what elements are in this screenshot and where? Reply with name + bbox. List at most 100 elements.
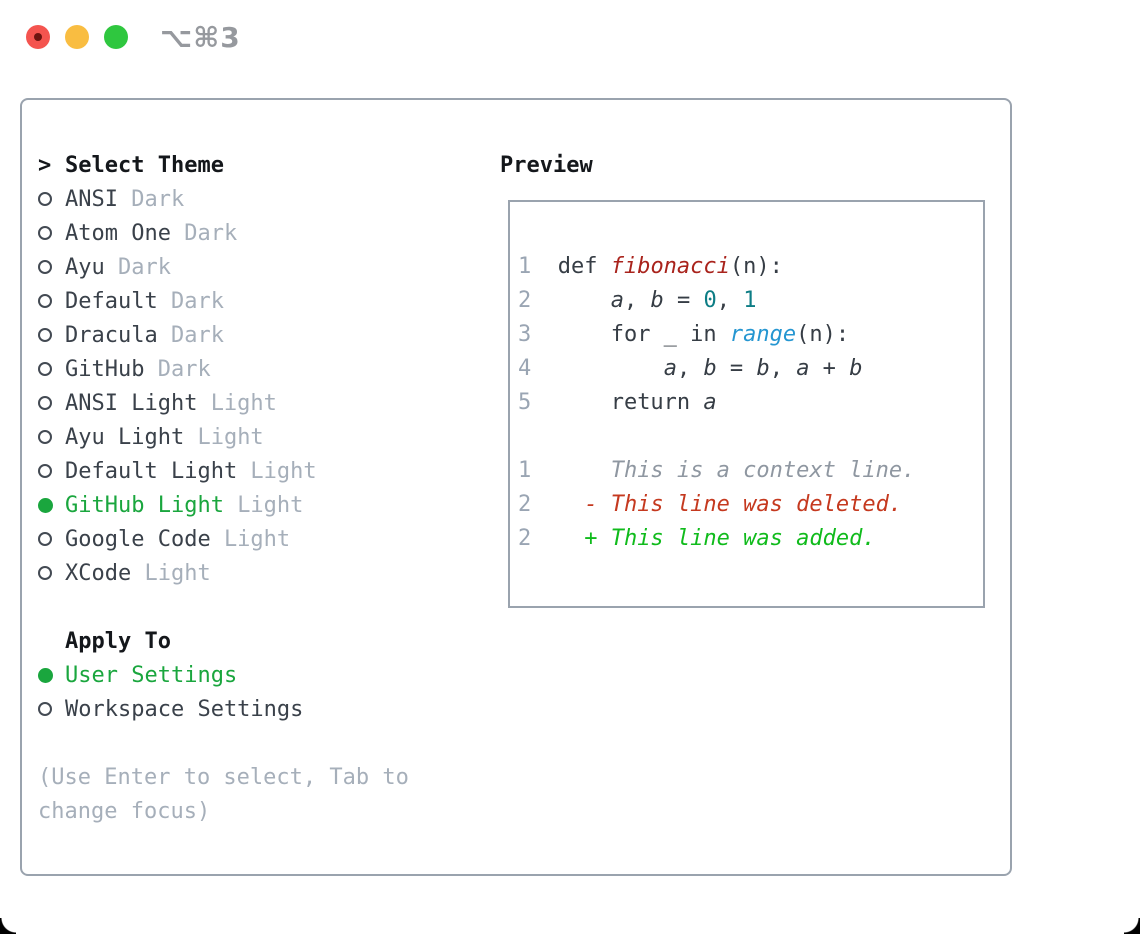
theme-variant-tag: Light <box>250 458 317 484</box>
line-number: 1 <box>518 458 532 483</box>
screen-corner-bottom-right <box>1124 918 1140 934</box>
radio-cell <box>38 362 65 376</box>
radio-icon <box>38 260 52 274</box>
radio-icon <box>38 362 52 376</box>
radio-cell <box>38 702 65 716</box>
code-token: b <box>849 356 863 381</box>
diff-line-deleted: 2 - This line was deleted. <box>518 488 983 522</box>
radio-cell <box>38 328 65 342</box>
code-line-5: 5 return a <box>518 386 983 420</box>
radio-cell <box>38 464 65 478</box>
hint-text: (Use Enter to select, Tab to change focu… <box>38 760 500 828</box>
code-token: a <box>610 288 624 313</box>
theme-option-ayu-light[interactable]: Ayu Light Light <box>38 420 500 454</box>
radio-icon <box>38 532 52 546</box>
code-token: a <box>796 356 810 381</box>
theme-option-label: GitHub <box>65 356 145 382</box>
zoom-button[interactable] <box>104 25 128 49</box>
code-token: b <box>650 288 664 313</box>
radio-cell <box>38 260 65 274</box>
radio-cell <box>38 396 65 410</box>
radio-icon <box>38 294 52 308</box>
code-line-4: 4 a, b = b, a + b <box>518 352 983 386</box>
theme-option-label: Atom One <box>65 220 171 246</box>
theme-option-label: ANSI Light <box>65 390 198 416</box>
radio-cell <box>38 294 65 308</box>
diff-text: - This line was deleted. <box>557 492 903 517</box>
line-number: 3 <box>518 322 532 347</box>
minimize-button[interactable] <box>65 25 89 49</box>
code-token: , <box>676 356 704 381</box>
apply-option-workspace-settings[interactable]: Workspace Settings <box>38 692 500 726</box>
theme-option-dracula[interactable]: Dracula Dark <box>38 318 500 352</box>
theme-option-label: GitHub Light <box>65 492 224 518</box>
theme-option-label: Ayu Light <box>65 424 185 450</box>
radio-cell <box>38 532 65 546</box>
theme-option-xcode[interactable]: XCode Light <box>38 556 500 590</box>
code-token: 0 <box>703 288 717 313</box>
code-token: b <box>703 356 717 381</box>
line-number: 2 <box>518 526 532 551</box>
theme-option-label: Dracula <box>65 322 158 348</box>
diff-text: This is a context line. <box>557 458 916 483</box>
code-token: return <box>557 390 704 415</box>
window-shortcut-label: ⌥⌘3 <box>160 21 241 54</box>
theme-option-ayu[interactable]: Ayu Dark <box>38 250 500 284</box>
code-token: = <box>716 356 757 381</box>
radio-cell <box>38 192 65 206</box>
select-theme-title: Select Theme <box>65 152 224 178</box>
preview-title: Preview <box>500 152 593 178</box>
code-token: a <box>703 390 717 415</box>
theme-option-google-code[interactable]: Google Code Light <box>38 522 500 556</box>
code-token: a <box>663 356 677 381</box>
theme-variant-tag: Light <box>223 526 291 552</box>
diff-line-context: 1 This is a context line. <box>518 454 983 488</box>
theme-option-label: Ayu <box>65 254 105 280</box>
theme-variant-tag: Light <box>144 560 211 586</box>
theme-variant-tag: Light <box>197 424 264 450</box>
theme-variant-tag: Light <box>210 390 277 416</box>
radio-icon <box>38 192 52 206</box>
apply-to-title: Apply To <box>65 628 171 654</box>
spacer <box>38 726 500 760</box>
line-number: 2 <box>518 492 532 517</box>
theme-variant-tag: Dark <box>117 254 171 280</box>
diff-text: + This line was added. <box>557 526 876 551</box>
select-theme-header: > Select Theme <box>38 148 500 182</box>
blank-code-line <box>518 420 983 454</box>
code-line-2: 2 a, b = 0, 1 <box>518 284 983 318</box>
apply-option-user-settings[interactable]: User Settings <box>38 658 500 692</box>
radio-cell <box>38 497 65 513</box>
theme-variant-tag: Dark <box>131 186 185 212</box>
close-button[interactable] <box>26 25 50 49</box>
spacer <box>38 590 500 624</box>
hint-line-2: change focus) <box>38 798 211 824</box>
theme-option-github-light[interactable]: GitHub Light Light <box>38 488 500 522</box>
code-token: , <box>716 288 744 313</box>
theme-option-label: Google Code <box>65 526 211 552</box>
radio-icon <box>38 396 52 410</box>
radio-selected-icon <box>38 667 53 683</box>
radio-icon <box>38 328 52 342</box>
theme-variant-tag: Dark <box>170 322 224 348</box>
line-number: 2 <box>518 288 532 313</box>
radio-icon <box>38 566 52 580</box>
radio-icon <box>38 464 52 478</box>
radio-cell <box>38 430 65 444</box>
line-number: 5 <box>518 390 532 415</box>
theme-option-ansi-light[interactable]: ANSI Light Light <box>38 386 500 420</box>
theme-option-label: XCode <box>65 560 132 586</box>
diff-line-added: 2 + This line was added. <box>518 522 983 556</box>
theme-variant-tag: Light <box>237 492 304 518</box>
titlebar: ⌥⌘3 <box>0 0 1140 98</box>
